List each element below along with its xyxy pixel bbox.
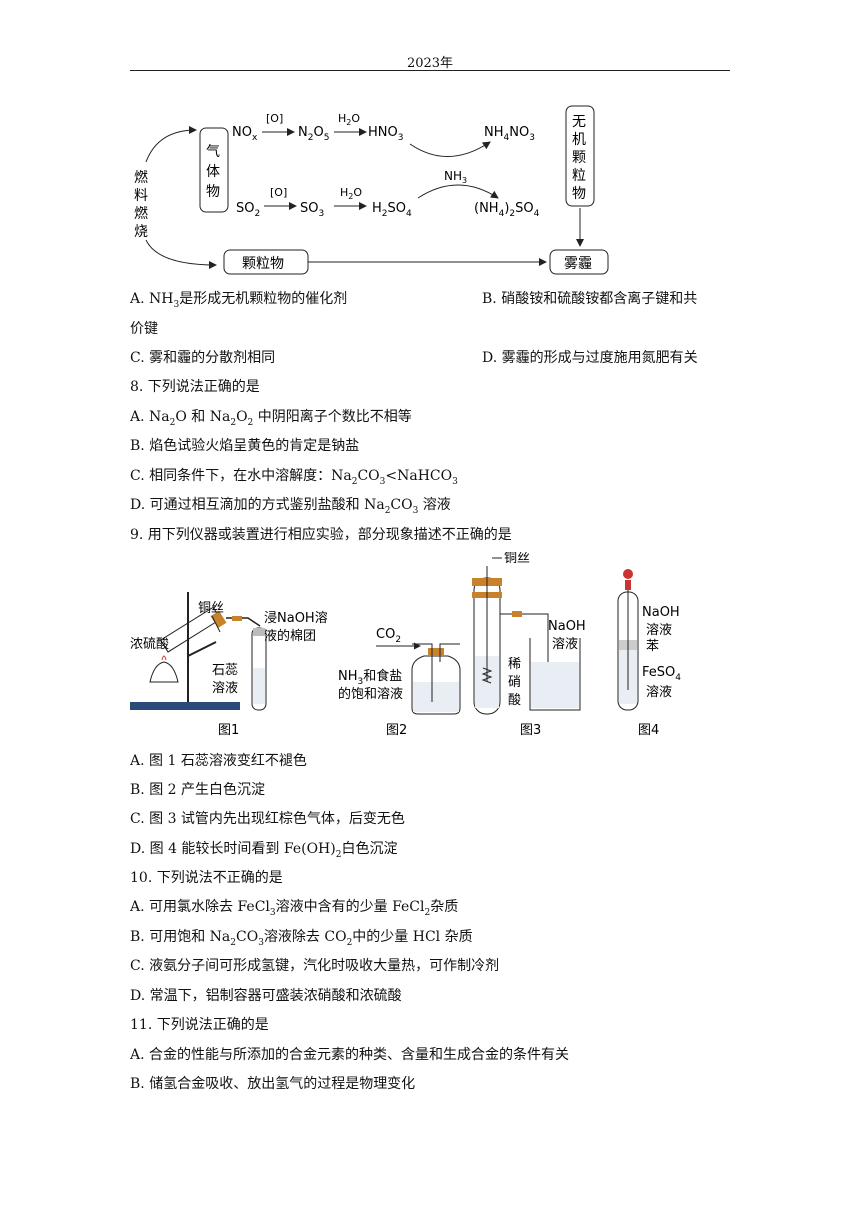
gas-box-label: 气 体 物: [206, 144, 220, 200]
fig2-co2-label: CO2: [376, 627, 401, 645]
q7-option-d: D. 雾霾的形成与过度施用氮肥有关: [482, 350, 698, 366]
svg-text:NOx: NOx: [232, 125, 258, 143]
svg-text:SO2: SO2: [236, 201, 260, 219]
fig2-label-1: NH3和食盐: [338, 668, 402, 687]
figure-2: CO2 NH3和食盐 的饱和溶液 图2: [338, 627, 461, 738]
fig4-caption: 图4: [638, 723, 659, 738]
experiment-apparatus-diagram: 浓硫酸 铜丝 石蕊 溶液 浸NaOH溶 液的棉团 图1 CO2 NH3和食盐 的…: [130, 552, 681, 738]
figure-1: 浓硫酸 铜丝 石蕊 溶液 浸NaOH溶 液的棉团 图1: [130, 592, 328, 738]
fig3-caption: 图3: [520, 723, 541, 738]
svg-text:气: 气: [206, 144, 220, 160]
svg-text:H2SO4: H2SO4: [372, 201, 412, 219]
q8-stem: 8. 下列说法正确的是: [130, 379, 260, 395]
svg-text:H2O: H2O: [338, 112, 360, 127]
svg-text:机: 机: [572, 132, 586, 148]
q10-option-a: A. 可用氯水除去 FeCl3溶液中含有的少量 FeCl2杂质: [130, 899, 459, 918]
q7-option-c: C. 雾和霾的分散剂相同: [130, 350, 276, 366]
fig4-naoh-label-1: NaOH: [642, 605, 680, 620]
fig1-cotton-label-1: 浸NaOH溶: [264, 611, 328, 626]
q10-option-d: D. 常温下，铝制容器可盛装浓硝酸和浓硫酸: [130, 988, 402, 1004]
svg-text:颗: 颗: [572, 150, 586, 166]
svg-text:(NH4)2SO4: (NH4)2SO4: [474, 201, 540, 219]
svg-text:[O]: [O]: [270, 186, 287, 199]
q9-option-d: D. 图 4 能较长时间看到 Fe(OH)2白色沉淀: [130, 841, 398, 860]
svg-text:体: 体: [206, 164, 220, 180]
header-divider: [130, 70, 730, 71]
fig1-litmus-label-1: 石蕊: [212, 663, 238, 678]
svg-text:物: 物: [206, 184, 220, 200]
q11-stem: 11. 下列说法正确的是: [130, 1017, 269, 1033]
q11-option-a: A. 合金的性能与所添加的合金元素的种类、含量和生成合金的条件有关: [130, 1047, 570, 1063]
svg-text:SO3: SO3: [300, 201, 324, 219]
figure-3: 铜丝 NaOH 溶液 稀 硝 酸 图3: [472, 552, 586, 738]
q7-option-b: B. 硝酸铵和硫酸铵都含离子键和共: [482, 291, 698, 307]
fig3-acid-label-2: 硝: [508, 675, 521, 690]
q10-option-c: C. 液氨分子间可形成氢键，汽化时吸收大量热，可作制冷剂: [130, 958, 500, 974]
svg-text:HNO3: HNO3: [368, 125, 403, 143]
svg-text:料: 料: [134, 188, 148, 204]
haze-box: [549, 249, 609, 275]
q9-option-c: C. 图 3 试管内先出现红棕色气体，后变无色: [130, 811, 405, 827]
q7-option-b-cont: 价键: [130, 321, 158, 337]
nox-row: NOx [O] N2O5 H2O HNO3 NH4NO3: [232, 112, 535, 143]
q9-option-b: B. 图 2 产生白色沉淀: [130, 782, 265, 798]
svg-text:粒: 粒: [572, 168, 586, 184]
arrow-h2so4-to-nh4so4: [417, 184, 499, 199]
fig1-acid-label: 浓硫酸: [130, 637, 169, 652]
haze-formation-diagram: 燃 料 燃 烧 气 体 物 NOx [O] N2O5 H2O HNO3 NH4N…: [134, 105, 609, 275]
q7-option-a: A. NH3是形成无机颗粒物的催化剂: [130, 291, 348, 310]
arrow-to-particles: [145, 239, 217, 269]
fig1-copper-label: 铜丝: [198, 601, 224, 616]
fig3-acid-label-1: 稀: [508, 657, 521, 672]
combustion-label: 燃 料 燃 烧: [134, 169, 148, 240]
svg-text:[O]: [O]: [266, 112, 283, 125]
page-header: 2023年: [406, 56, 454, 71]
gas-wash-bottle: [411, 655, 461, 715]
q9-option-a: A. 图 1 石蕊溶液变红不褪色: [130, 753, 307, 769]
q11-option-b: B. 储氢合金吸收、放出氢气的过程是物理变化: [130, 1076, 416, 1092]
fig4-naoh-label-2: 溶液: [646, 623, 672, 638]
svg-text:N2O5: N2O5: [298, 125, 329, 143]
inorganic-particle-box: [565, 105, 595, 207]
q8-option-b: B. 焰色试验火焰呈黄色的肯定是钠盐: [130, 438, 360, 454]
q8-option-c: C. 相同条件下，在水中溶解度：Na2CO3<NaHCO3: [130, 468, 458, 487]
beaker: [529, 638, 581, 711]
particle-box-label: 颗粒物: [242, 256, 284, 272]
q10-stem: 10. 下列说法不正确的是: [130, 870, 283, 886]
fig4-feso4-label: FeSO4: [642, 665, 681, 683]
inorganic-particle-label: 无 机 颗 粒 物: [572, 114, 586, 202]
nh3-label: NH3: [444, 169, 467, 185]
fig3-copper-label: 铜丝: [504, 552, 530, 566]
svg-text:NH4NO3: NH4NO3: [484, 125, 535, 143]
svg-text:烧: 烧: [134, 224, 148, 240]
fig1-cotton-label-2: 液的棉团: [264, 628, 316, 644]
fig3-acid-label-3: 酸: [508, 693, 521, 708]
fig3-naoh-label-1: NaOH: [548, 619, 586, 634]
fig3-naoh-label-2: 溶液: [552, 637, 578, 652]
fig4-solution-label: 溶液: [646, 685, 672, 700]
figure-4: NaOH 溶液 苯 FeSO4 溶液 图4: [617, 569, 681, 738]
q10-option-b: B. 可用饱和 Na2CO3溶液除去 CO2中的少量 HCl 杂质: [130, 929, 473, 948]
q8-option-d: D. 可通过相互滴加的方式鉴别盐酸和 Na2CO3 溶液: [130, 497, 451, 516]
gas-box: [199, 127, 229, 213]
svg-text:燃: 燃: [134, 169, 148, 186]
fig4-benzene-label: 苯: [646, 639, 659, 654]
svg-text:H2O: H2O: [340, 186, 362, 201]
fig1-caption: 图1: [218, 723, 239, 738]
arrow-to-gas: [145, 126, 197, 163]
so2-row: SO2 [O] SO3 H2O H2SO4 (NH4)2SO4: [236, 186, 540, 219]
q8-option-a: A. Na2O 和 Na2O2 中阴阳离子个数比不相等: [130, 409, 412, 428]
fig2-label-2: 的饱和溶液: [338, 686, 403, 702]
arrow-hno3-to-nh4no3: [409, 141, 491, 157]
haze-box-label: 雾霾: [564, 256, 592, 272]
fig1-litmus-label-2: 溶液: [212, 681, 238, 696]
dropper-bulb: [625, 580, 631, 590]
svg-text:燃: 燃: [134, 205, 148, 222]
alcohol-lamp: [149, 661, 179, 683]
fig2-caption: 图2: [386, 723, 407, 738]
stand-base: [130, 702, 240, 710]
svg-text:物: 物: [572, 186, 586, 202]
svg-text:无: 无: [572, 114, 586, 130]
q9-stem: 9. 用下列仪器或装置进行相应实验，部分现象描述不正确的是: [130, 527, 512, 543]
